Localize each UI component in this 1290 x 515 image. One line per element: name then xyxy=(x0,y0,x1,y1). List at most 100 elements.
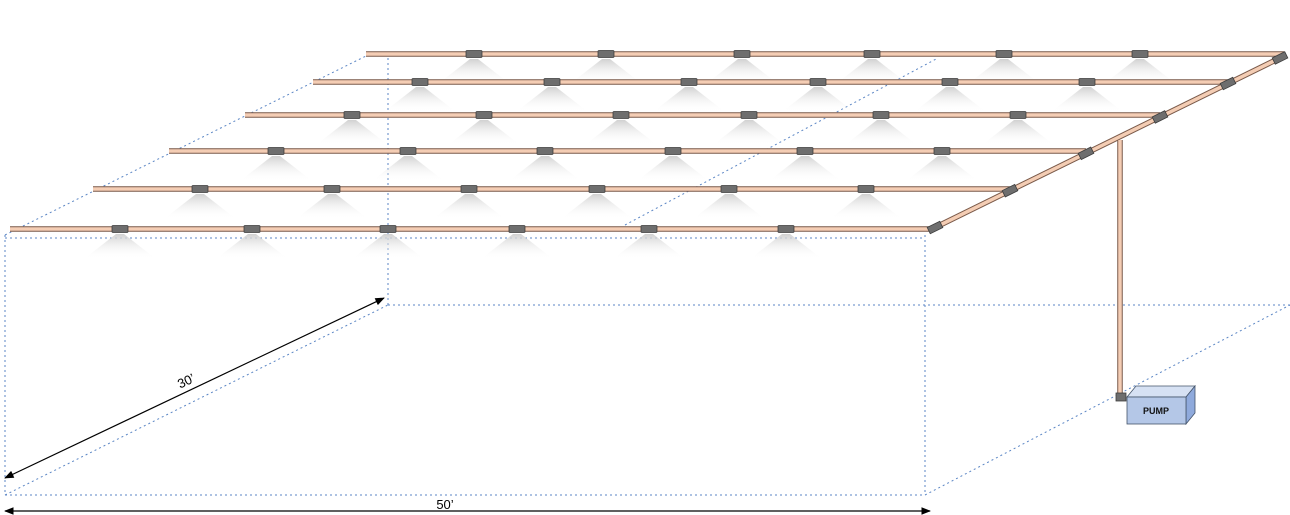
spray-cone xyxy=(750,234,822,259)
misting-nozzle-icon xyxy=(543,78,561,86)
branch-pipe-row-4 xyxy=(169,147,1086,155)
spray-cone xyxy=(982,120,1054,145)
header-tee-fitting xyxy=(1219,76,1237,91)
branch-pipes xyxy=(10,50,1284,233)
misting-nozzle-icon xyxy=(933,147,951,155)
spray-cone xyxy=(384,87,456,112)
misting-nozzle-icon xyxy=(777,225,795,233)
spray-cone xyxy=(706,59,778,84)
depth-dimension: 30’ xyxy=(4,297,385,479)
misting-nozzle-icon xyxy=(411,78,429,86)
misting-nozzle-icon xyxy=(323,185,341,193)
enclosure-wireframe xyxy=(4,54,1290,496)
header-tee-fitting xyxy=(926,220,944,235)
spray-cone xyxy=(845,120,917,145)
misting-nozzle-icon xyxy=(995,50,1013,58)
misting-nozzle-icon xyxy=(612,111,630,119)
spray-cone xyxy=(296,194,368,219)
spray-cone xyxy=(372,156,444,181)
spray-cone xyxy=(570,59,642,84)
misting-nozzle-icon xyxy=(640,225,658,233)
misting-nozzle-icon xyxy=(475,111,493,119)
header-tee-fitting xyxy=(1271,51,1289,65)
misting-nozzle-icon xyxy=(872,111,890,119)
pump-top-face xyxy=(1126,385,1196,398)
spray-cone xyxy=(1104,59,1176,84)
misting-nozzle-icon xyxy=(1078,78,1096,86)
floor-right-diagonal xyxy=(924,304,1290,496)
misting-nozzle-icon xyxy=(1009,111,1027,119)
spray-cone xyxy=(438,59,510,84)
pump-box-icon: PUMP xyxy=(1126,384,1196,426)
misting-nozzle-icon xyxy=(1131,50,1149,58)
misting-nozzle-icon xyxy=(680,78,698,86)
misting-nozzle-icon xyxy=(733,50,751,58)
spray-cone xyxy=(906,156,978,181)
pump-label: PUMP xyxy=(1143,406,1169,416)
misting-nozzle-icon xyxy=(664,147,682,155)
misting-nozzle-icon xyxy=(863,50,881,58)
spray-cone xyxy=(516,87,588,112)
spray-cone xyxy=(316,120,388,145)
spray-cone xyxy=(653,87,725,112)
width-dimension-label: 50’ xyxy=(436,497,453,512)
floor-left-diagonal xyxy=(4,304,389,496)
misting-nozzle-icon xyxy=(343,111,361,119)
misting-nozzle-icon xyxy=(809,78,827,86)
header-tee-fitting xyxy=(1077,146,1095,161)
misting-nozzle-icon xyxy=(720,185,738,193)
spray-cone xyxy=(240,156,312,181)
spray-cone xyxy=(509,156,581,181)
misting-nozzle-icon xyxy=(243,225,261,233)
branch-pipe-row-5 xyxy=(93,185,1010,193)
misting-nozzle-icon xyxy=(465,50,483,58)
width-dimension: 50’ xyxy=(4,497,931,515)
misting-nozzle-icon xyxy=(857,185,875,193)
spray-cone xyxy=(968,59,1040,84)
spray-cone xyxy=(613,234,685,259)
misting-nozzle-icon xyxy=(111,225,129,233)
spray-cone xyxy=(84,234,156,259)
spray-cone xyxy=(585,120,657,145)
spray-cone xyxy=(782,87,854,112)
misting-nozzle-icon xyxy=(941,78,959,86)
misting-nozzle-icon xyxy=(588,185,606,193)
spray-cone xyxy=(769,156,841,181)
misting-nozzle-icon xyxy=(399,147,417,155)
misting-nozzle-icon xyxy=(796,147,814,155)
depth-dimension-label: 30’ xyxy=(175,370,197,391)
spray-cone xyxy=(433,194,505,219)
misting-nozzle-icon xyxy=(267,147,285,155)
spray-cones xyxy=(84,59,1176,259)
branch-pipe-row-3 xyxy=(245,111,1160,119)
branch-pipe-row-2 xyxy=(313,78,1228,86)
misting-nozzle-icon xyxy=(508,225,526,233)
spray-cone xyxy=(637,156,709,181)
spray-cone xyxy=(830,194,902,219)
misting-nozzle-icon xyxy=(379,225,397,233)
spray-cone xyxy=(164,194,236,219)
spray-cone xyxy=(713,120,785,145)
spray-cone xyxy=(693,194,765,219)
misting-nozzle-icon xyxy=(191,185,209,193)
drop-pipe xyxy=(1115,140,1127,402)
header-tee-fitting xyxy=(1151,110,1169,124)
top-mid-diagonal xyxy=(624,57,939,226)
header-tee-fitting xyxy=(1001,183,1019,198)
header-fittings xyxy=(926,51,1289,235)
branch-pipe-row-1 xyxy=(366,50,1284,58)
spray-cone xyxy=(561,194,633,219)
spray-cone xyxy=(216,234,288,259)
pump-front-face xyxy=(1126,396,1187,425)
spray-cone xyxy=(914,87,986,112)
spray-cone xyxy=(352,234,424,259)
misting-nozzle-icon xyxy=(597,50,615,58)
spray-cone xyxy=(481,234,553,259)
pump-fitting xyxy=(1115,392,1127,402)
misting-nozzle-icon xyxy=(740,111,758,119)
misting-nozzle-icon xyxy=(460,185,478,193)
spray-cone xyxy=(448,120,520,145)
misting-nozzle-icon xyxy=(536,147,554,155)
